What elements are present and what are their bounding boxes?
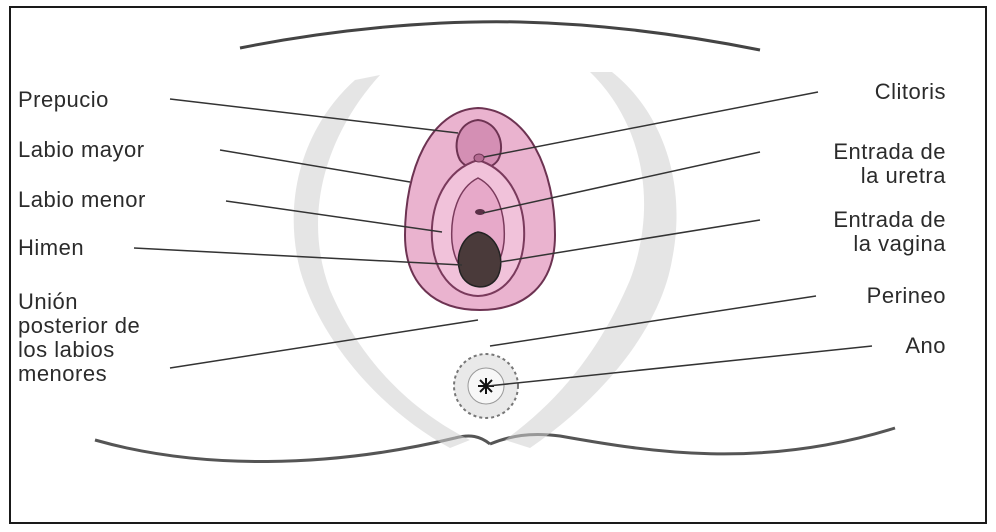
top-contour xyxy=(240,22,760,50)
label-ano: Ano xyxy=(874,334,946,358)
label-perineo: Perineo xyxy=(818,284,946,308)
urethral-opening xyxy=(475,209,485,215)
leader-prepucio xyxy=(170,99,458,133)
label-uretra-line2: la uretra xyxy=(762,164,946,188)
bottom-left-contour xyxy=(95,436,490,462)
label-labio-mayor: Labio mayor xyxy=(18,138,145,162)
leader-union xyxy=(170,320,478,368)
leader-ano xyxy=(488,346,872,386)
label-union-line4: menores xyxy=(18,362,140,386)
label-union-line3: los labios xyxy=(18,338,140,362)
label-union: Unión posterior de los labios menores xyxy=(18,290,140,386)
label-himen: Himen xyxy=(18,236,84,260)
label-uretra-line1: Entrada de xyxy=(762,140,946,164)
label-union-line1: Unión xyxy=(18,290,140,314)
label-labio-menor: Labio menor xyxy=(18,188,146,212)
label-prepucio: Prepucio xyxy=(18,88,109,112)
label-clitoris: Clitoris xyxy=(820,80,946,104)
label-vagina: Entrada de la vagina xyxy=(762,208,946,256)
label-vagina-line2: la vagina xyxy=(762,232,946,256)
label-uretra: Entrada de la uretra xyxy=(762,140,946,188)
clitoris-glans xyxy=(474,154,484,162)
label-union-line2: posterior de xyxy=(18,314,140,338)
label-vagina-line1: Entrada de xyxy=(762,208,946,232)
